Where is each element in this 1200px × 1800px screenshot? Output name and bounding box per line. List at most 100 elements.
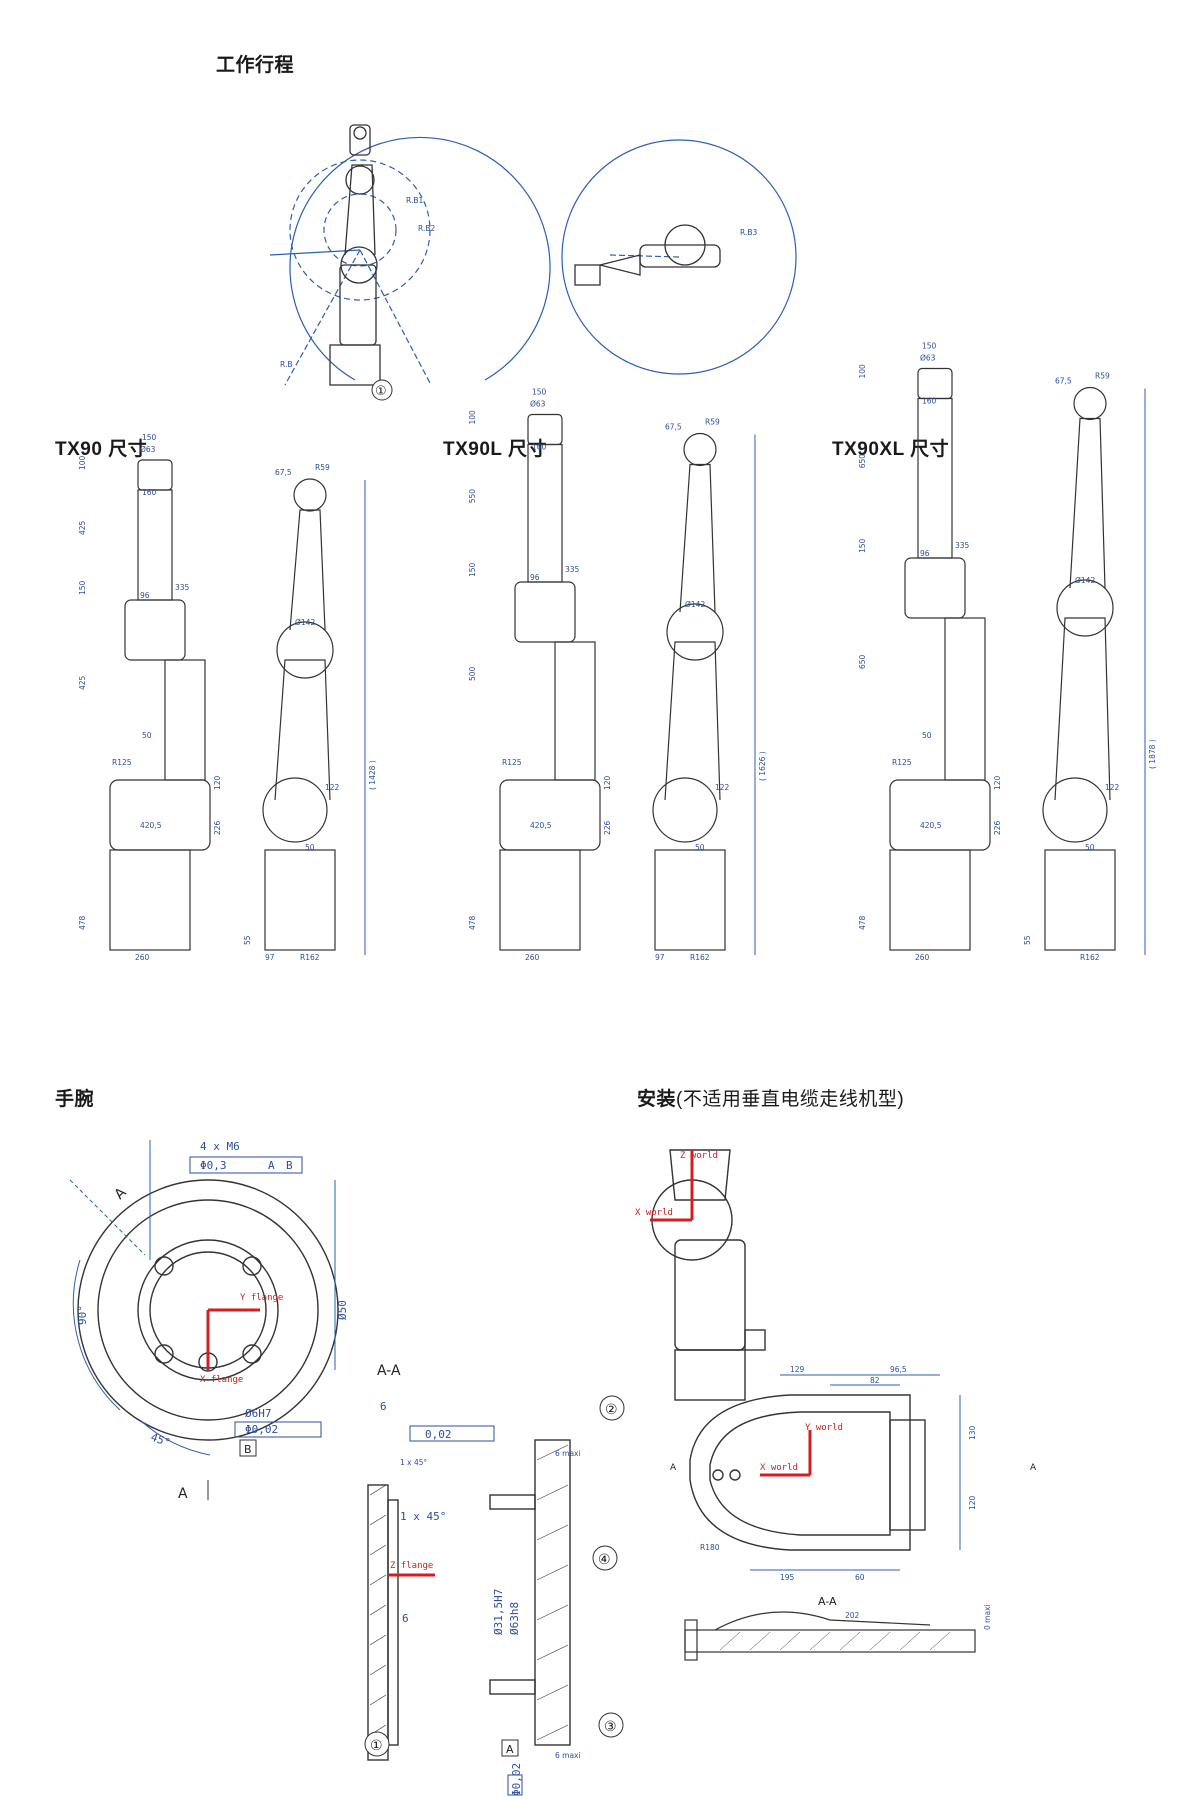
x-flange-label: X flange [200, 1375, 243, 1385]
section-dim-0: 202 [845, 1611, 860, 1620]
section-a-label-top: A [112, 1184, 130, 1202]
workspace-diagram: R.B1 R.B2 R.B R.B3 ① [269, 124, 797, 401]
dim-side-1: 120 [968, 1495, 977, 1510]
dim-6-top: 6 [380, 1400, 387, 1413]
tx90xl-front-forearm [917, 397, 953, 559]
tx90-front-vdim-5: 425 [78, 520, 87, 535]
tx90l-front-vdim-6: 100 [468, 410, 477, 425]
workspace-label-3: R.B3 [740, 228, 757, 237]
y-world-label: Y world [805, 1423, 843, 1433]
tx90l-side-wrist [683, 432, 717, 467]
tx90-front-shoulder [109, 779, 211, 851]
tx90-side-dim-6: 55 [243, 935, 252, 945]
tx90l-front-hdim-5: 335 [565, 565, 580, 574]
tx90l-front-vdim-3: 500 [468, 666, 477, 681]
tx90-front-hdim-8: 150 [142, 433, 157, 442]
angle-45-label: 45° [149, 1431, 172, 1450]
tx90-front-wrist [137, 459, 173, 491]
tx90xl-front-vdim-4: 150 [858, 538, 867, 553]
angle-90-label: 90° [76, 1305, 89, 1325]
section-a-label: A [178, 1486, 188, 1502]
tx90xl-front-hdim-4: 96 [920, 549, 930, 558]
tx90xl-side-dim-1: R59 [1095, 372, 1110, 381]
callout-3: ③ [604, 1719, 617, 1735]
middle-envelope-circle [289, 159, 431, 301]
tx90-front-hdim-3: 50 [142, 731, 152, 740]
mount-diagram: Z world X world Y world X world 129 96,5… [635, 1149, 1037, 1661]
tx90l-heading: TX90L 尺寸 [443, 439, 547, 460]
tx90xl-side-forearm [1069, 417, 1106, 589]
tx90l-side-shoulder [652, 777, 718, 843]
tx90xl-front-hdim-6: 160 [922, 397, 937, 406]
tx90-front-hdim-0: 260 [135, 953, 150, 962]
wrist-diagram: Y flange X flange 4 x M6 Φ0,3 A B 90° 45… [69, 1140, 625, 1796]
base-plan-view [689, 1394, 926, 1551]
tx90l-front-hdim-1: 420,5 [530, 821, 552, 830]
tx90xl-front-elbow [904, 557, 966, 619]
tx90xl-front-vdim-6: 100 [858, 364, 867, 379]
tx90l-side-dim-2: Ø142 [685, 600, 705, 609]
tx90-front-elbow [124, 599, 186, 661]
dim-6-bottom: 6 [402, 1612, 409, 1625]
d63-label: Ø63h8 [508, 1602, 521, 1635]
dimensions-drawings: 478226120425150425100260420,5R1255096335… [78, 342, 1157, 963]
tx90l-front-forearm [527, 443, 563, 583]
tx90-front-hdim-1: 420,5 [140, 821, 162, 830]
tx90-side-dim-5: 50 [305, 843, 315, 852]
tx90xl-front-hdim-3: 50 [922, 731, 932, 740]
d31-5-label: Ø31,5H7 [492, 1589, 505, 1635]
section-a-left: A [670, 1463, 677, 1473]
tx90xl-front-wrist [917, 367, 953, 400]
flange-section-view [367, 1439, 571, 1761]
tx90l-front-hdim-7: Ø63 [530, 400, 546, 409]
mount-robot-view [651, 1149, 766, 1401]
tx90-front-vdim-3: 425 [78, 675, 87, 690]
tx90xl-front-hdim-1: 420,5 [920, 821, 942, 830]
tx90l-side-dim-5: 50 [695, 843, 705, 852]
tx90-side-dim-0: 67,5 [275, 468, 292, 477]
datum-a: A [506, 1743, 514, 1756]
workspace-heading: 工作行程 [216, 55, 295, 76]
section-dim-1: 0 maxi [983, 1604, 992, 1630]
tx90xl-front-hdim-8: 150 [922, 342, 937, 351]
callout-1: ① [370, 1738, 383, 1754]
tx90-front-vdim-4: 150 [78, 580, 87, 595]
x-world-label: X world [635, 1208, 673, 1218]
inner-envelope-circle [323, 193, 397, 267]
tx90xl-side-dim-3: ( 1878 ) [1148, 739, 1157, 769]
tx90l-side-dim-4: 122 [715, 783, 730, 792]
wrist-heading: 手腕 [55, 1089, 95, 1110]
section-a-right: A [1030, 1463, 1037, 1473]
z-flange-label: Z flange [390, 1561, 433, 1571]
robot-workspace-top [574, 224, 721, 286]
tx90-front-vdim-6: 100 [78, 455, 87, 470]
tx90xl-front-arm [944, 617, 986, 781]
tx90xl-side-elbow [1056, 579, 1114, 637]
perpendicularity-tol: 0,02 [425, 1428, 452, 1441]
tx90-side-dim-4: 122 [325, 783, 340, 792]
tx90l-front-vdim-4: 150 [468, 562, 477, 577]
tx90l-side-arm [664, 641, 721, 801]
position-tolerance-2: Φ0,02 [245, 1423, 278, 1436]
tx90xl-heading: TX90XL 尺寸 [832, 439, 950, 460]
workspace-label-2: R.B2 [418, 224, 435, 233]
tx90-side-dim-3: ( 1428 ) [368, 760, 377, 790]
tx90-side-wrist [293, 478, 327, 512]
d6h7-label: Ø6H7 [245, 1407, 272, 1420]
tx90xl-side-base [1044, 849, 1116, 951]
tx90l-front-arm [554, 641, 596, 781]
workspace-label-1: R.B1 [406, 196, 423, 205]
tx90l-side-dim-1: R59 [705, 418, 720, 427]
tx90-front-hdim-7: Ø63 [140, 445, 156, 454]
tx90l-side-dim-7: 97 [655, 953, 665, 962]
tx90l-front-hdim-6: 160 [532, 443, 547, 452]
tx90-side-elbow [276, 621, 334, 679]
top-view-envelope-circle [561, 139, 797, 375]
dim-side-0: 130 [968, 1425, 977, 1440]
chamfer-1: 1 x 45° [400, 1458, 428, 1467]
maxi-2: 6 maxi [555, 1751, 581, 1760]
tx90xl-side-dim-0: 67,5 [1055, 377, 1072, 386]
tx90-front-forearm [137, 489, 173, 601]
mount-heading: 安装(不适用垂直电缆走线机型) [637, 1084, 904, 1111]
tx90-front-hdim-4: 96 [140, 591, 150, 600]
